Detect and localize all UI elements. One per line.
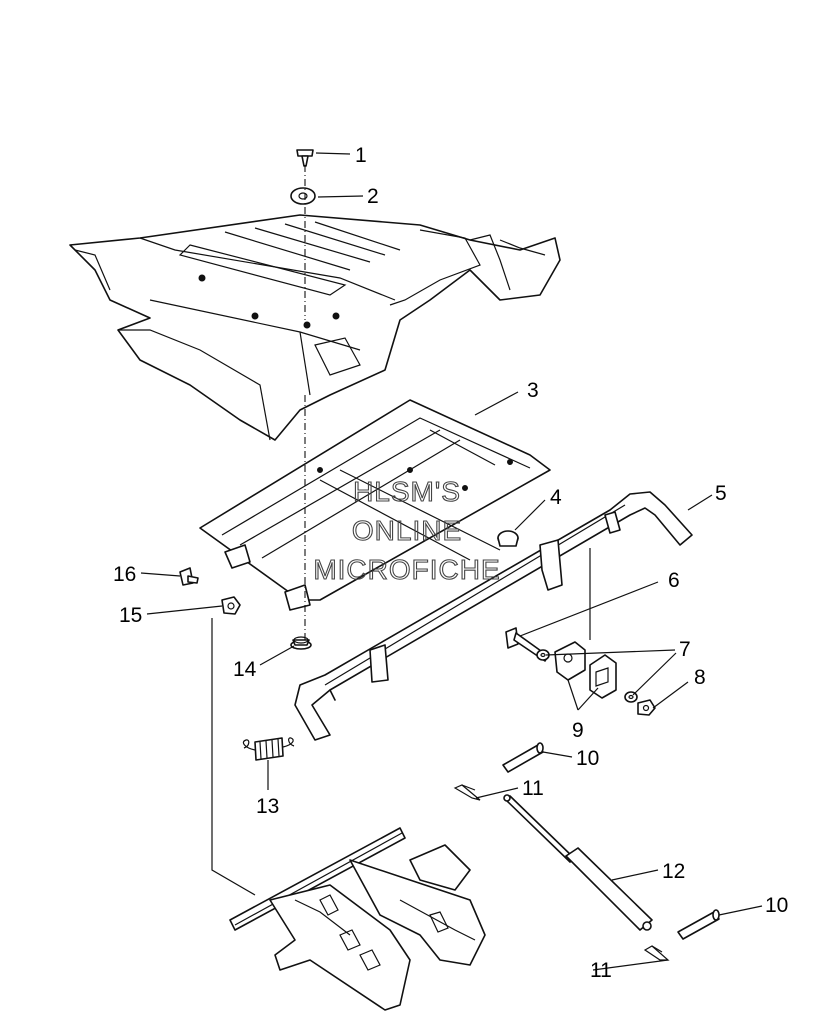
callout-16: 16 [113,563,136,586]
screw-part-1 [296,149,314,167]
callout-14: 14 [233,658,257,681]
watermark-line-3: MICROFICHE [313,554,500,585]
rail-tube-part-5 [294,491,693,741]
hairpin-clip-part-11a [453,784,481,801]
alignment-lines [211,165,591,896]
callout-9: 9 [572,719,584,742]
leader-lines [140,152,763,971]
hairpin-clip-part-11b [643,945,670,961]
callout-1: 1 [355,144,367,167]
pin-part-10b [677,909,720,940]
callout-13: 13 [256,795,279,818]
callout-10a: 10 [576,747,599,770]
clip-nut-part-2 [290,187,316,205]
callout-11a: 11 [522,777,544,800]
flange-nut-part-15 [221,596,241,615]
callout-3: 3 [527,379,539,402]
bushing-part-9b [589,654,617,699]
callout-15: 15 [119,604,142,627]
callout-12: 12 [662,860,685,883]
gas-strut-part-12 [503,794,653,931]
watermark: HLSM'S ONLINE MICROFICHE [313,475,500,585]
flange-bolt-part-16 [179,567,199,586]
bushing-part-9a [554,641,586,681]
watermark-line-2: ONLINE [352,515,462,546]
callout-7: 7 [679,638,691,661]
callout-numbers: 1 2 3 4 5 6 7 8 9 10 10 11 11 12 13 14 1… [113,144,788,982]
nut-part-8 [637,699,656,716]
callout-4: 4 [550,486,562,509]
pin-part-10a [502,742,544,773]
callout-2: 2 [367,185,379,208]
callout-5: 5 [715,482,727,505]
callout-10b: 10 [765,894,788,917]
bumper-part-4 [497,530,519,547]
grommet-part-14 [290,636,312,650]
callout-6: 6 [668,569,680,592]
rack-frame-part-3 [199,399,551,611]
watermark-line-1: HLSM'S [353,476,461,507]
callout-8: 8 [694,666,706,689]
chassis-frame [229,827,486,1011]
callout-11b: 11 [590,959,612,982]
spring-part-13 [242,737,295,761]
rear-fender-body [69,214,561,441]
